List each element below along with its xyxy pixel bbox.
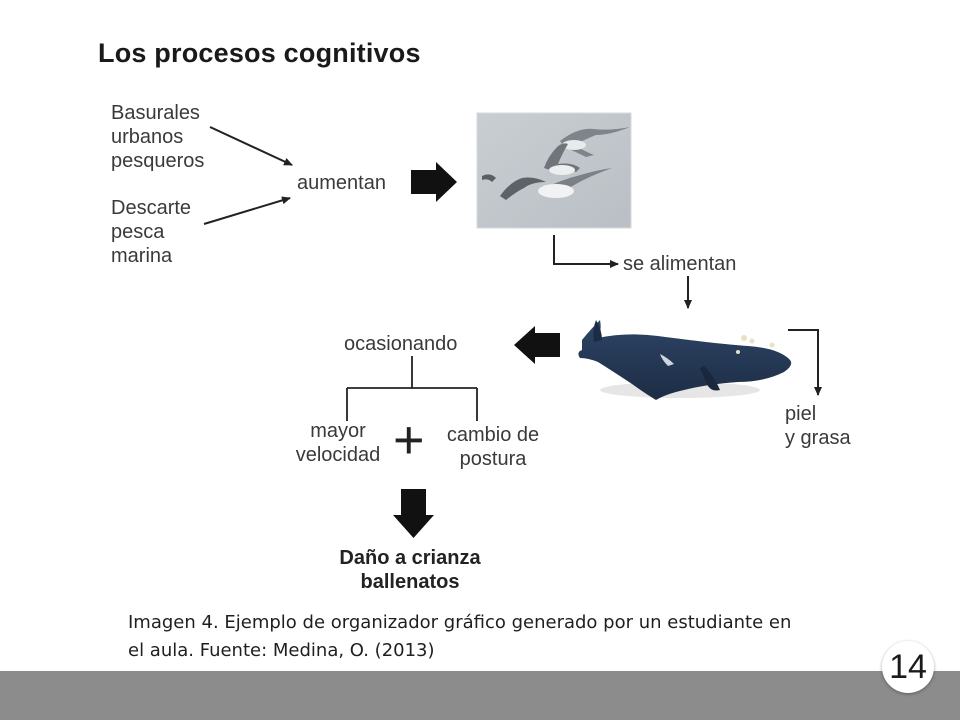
result-line1: Daño a crianza: [339, 547, 481, 569]
node-piel-y-grasa: piel y grasa: [785, 402, 851, 450]
source-descarte-line2: pesca: [111, 221, 165, 243]
node-piel-line2: y grasa: [785, 427, 851, 449]
caption-line2: el aula. Fuente: Medina, O. (2013): [128, 640, 435, 661]
whale-image: [578, 320, 792, 400]
node-cambio-postura-line2: postura: [459, 448, 527, 470]
page-title: Los procesos cognitivos: [98, 38, 421, 68]
source-basurales-line2: urbanos: [111, 126, 184, 148]
node-mayor-velocidad: mayor velocidad: [284, 419, 392, 467]
node-se-alimentan: se alimentan: [623, 253, 737, 275]
node-piel-line1: piel: [785, 403, 817, 425]
caption-line1: Imagen 4. Ejemplo de organizador gráfico…: [128, 612, 792, 633]
arrow-source2-to-aumentan: [203, 196, 291, 225]
source-descarte-line3: marina: [111, 245, 173, 267]
block-arrow-right: [411, 162, 457, 202]
source-basurales-line1: Basurales: [111, 102, 200, 124]
result-dano-crianza: Daño a crianza ballenatos: [320, 546, 500, 594]
node-cambio-de-postura: cambio de postura: [432, 423, 554, 471]
source-descarte: Descarte pesca marina: [111, 196, 191, 268]
image-caption: Imagen 4. Ejemplo de organizador gráfico…: [128, 609, 868, 665]
block-arrow-left: [514, 326, 560, 364]
node-cambio-postura-line1: cambio de: [446, 424, 540, 446]
page-number-badge: 14: [882, 641, 934, 693]
arrow-image-to-se-alimentan: [553, 235, 619, 268]
seagulls-image: [476, 112, 632, 229]
arrow-whale-to-piel: [788, 329, 822, 396]
node-aumentan: aumentan: [297, 172, 386, 194]
arrow-source1-to-aumentan: [209, 126, 293, 166]
source-basurales-line3: pesqueros: [111, 150, 205, 172]
result-line2: ballenatos: [360, 571, 460, 593]
footer-bar: [0, 671, 960, 720]
plus-sign: +: [393, 410, 425, 470]
source-basurales: Basurales urbanos pesqueros: [111, 101, 204, 173]
node-ocasionando: ocasionando: [344, 333, 458, 355]
source-descarte-line1: Descarte: [111, 197, 192, 219]
node-mayor-velocidad-line2: velocidad: [295, 444, 381, 466]
node-mayor-velocidad-line1: mayor: [310, 420, 366, 442]
block-arrow-down: [393, 489, 434, 538]
